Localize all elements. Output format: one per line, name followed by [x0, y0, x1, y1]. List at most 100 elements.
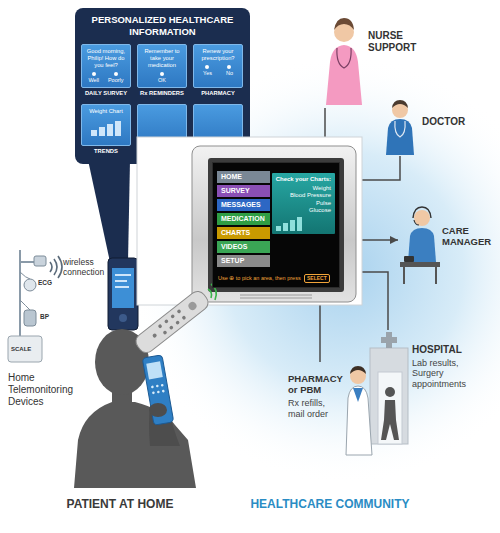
wireless-waves: [50, 256, 62, 278]
doctor-stethoscope: [395, 121, 405, 137]
remote-button: [152, 333, 158, 339]
member-title: CARE MANAGER: [442, 226, 494, 248]
remote-button: [176, 309, 181, 314]
tile-button: OK: [158, 72, 166, 83]
menu-band: VIDEOS: [217, 241, 270, 253]
button-dot: [227, 65, 231, 69]
text-label: BP: [40, 313, 56, 320]
chart-bar: [283, 223, 288, 231]
speaker-slot: [240, 298, 312, 299]
manager-desk: [400, 262, 440, 267]
community-glow: [130, 55, 500, 485]
tile-label: Rx REMINDERS: [137, 90, 187, 96]
panel-tail: [88, 160, 130, 262]
phone-key: [162, 390, 165, 393]
pda-line: [115, 280, 127, 282]
menu-band: SETUP: [217, 255, 270, 267]
manager-mic: [414, 220, 419, 225]
pda-button: [119, 314, 127, 322]
menu-label: MEDICATION: [221, 213, 265, 225]
tile-message: Renew your prescription?: [196, 48, 240, 62]
info-tile: Renew your prescription? Yes NoPHARMACY: [193, 44, 243, 96]
select-label: SELECT: [307, 275, 327, 282]
patient-hand: [149, 403, 167, 417]
pda-device: [108, 258, 138, 330]
pharmacist-coat: [346, 386, 372, 455]
chart-item: Glucose: [276, 207, 331, 215]
wave-arc: [54, 259, 57, 275]
menu-band: MESSAGES: [217, 199, 270, 211]
community-member: HOSPITALLab results, Surgery appointment…: [366, 330, 494, 446]
tile-label: PHARMACY: [193, 90, 243, 96]
button-dot: [205, 65, 209, 69]
tile-face: Remember to take your medicationOK: [137, 44, 187, 88]
wave-arc: [50, 262, 52, 272]
button-dot: [92, 72, 96, 76]
tile-button: Well: [88, 72, 99, 83]
remote-button: [158, 324, 163, 329]
text-label: wireless connection: [63, 257, 109, 277]
chart-panel: Check your Charts:WeightBlood PressurePu…: [272, 173, 335, 234]
info-tile: Remember to take your medicationOK Rx REM…: [137, 44, 187, 96]
phone-key: [152, 391, 155, 394]
building-door: [378, 372, 402, 444]
tile-message: Weight Chart: [84, 108, 128, 115]
remote-button: [164, 319, 169, 324]
mini-chart: [84, 118, 128, 136]
community-member: PHARMACY or PBMRx refills, mail order: [284, 362, 376, 458]
select-button: SELECT: [304, 274, 330, 283]
menu-label: HOME: [221, 171, 242, 183]
button-label: Poorly: [108, 77, 124, 83]
member-detail: Lab results, Surgery appointments: [412, 358, 474, 390]
remote-control: [133, 288, 212, 355]
menu-band: CHARTS: [217, 227, 270, 239]
button-row: OK: [140, 72, 184, 83]
chart-graphic: [276, 217, 331, 231]
pda-line: [115, 286, 129, 288]
remote-body: [133, 288, 212, 355]
tv-speaker: [240, 295, 312, 298]
button-dot: [160, 72, 164, 76]
phone-screen: [146, 361, 163, 379]
remote-button: [170, 314, 175, 319]
member-title: PHARMACY or PBM: [288, 374, 346, 396]
tv-backdrop: [137, 137, 362, 305]
building-wall: [370, 348, 408, 444]
bp-tube: [20, 300, 30, 310]
member-title: DOCTOR: [422, 116, 478, 128]
button-label: No: [226, 70, 233, 76]
telemonitoring-devices: [8, 250, 46, 362]
phone-key: [157, 390, 160, 393]
signal-arc: [208, 289, 212, 298]
tile-face: Good morning, Philip! How do you feel?We…: [81, 44, 131, 88]
doctor-figure: [386, 100, 414, 155]
nurse-body: [326, 45, 362, 105]
chart-heading: Check your Charts:: [276, 176, 331, 184]
tile-button: Yes: [203, 65, 212, 76]
tile-message: Remember to take your medication: [140, 48, 184, 69]
remote-button: [187, 300, 198, 311]
device-hub: [34, 256, 46, 266]
button-row: Yes No: [196, 65, 240, 76]
button-label: Well: [88, 77, 99, 83]
phone-key: [156, 385, 159, 388]
info-tile: Weight ChartTRENDS: [81, 104, 131, 154]
tile-label: TRENDS: [81, 148, 131, 154]
walker-head: [385, 387, 395, 397]
remote-button: [169, 325, 174, 330]
nurse-hair: [334, 18, 354, 30]
hospital-building: [370, 332, 408, 444]
screen-hint: Use ⊕ to pick an area, then press: [218, 276, 301, 282]
chart-bar: [276, 226, 281, 231]
phone-body: [142, 355, 174, 425]
nurse-figure: [326, 18, 362, 105]
tile-button: Poorly: [108, 72, 124, 83]
remote-button: [175, 320, 180, 325]
ecg-wire: [20, 272, 30, 279]
desk-phone: [404, 256, 414, 262]
chart-bar: [290, 220, 295, 231]
community-member: DOCTOR: [382, 98, 480, 156]
tv-bezel: [208, 158, 344, 292]
menu-band: SURVEY: [217, 185, 270, 197]
menu-label: SURVEY: [221, 185, 250, 197]
